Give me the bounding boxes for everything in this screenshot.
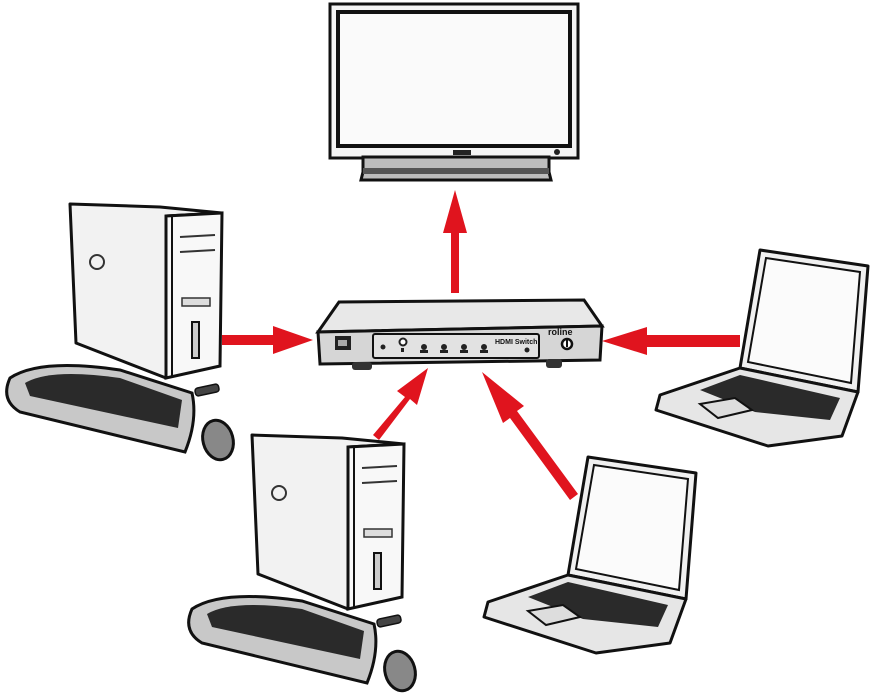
- arrow-laptop1-to-switch-icon: [602, 327, 740, 355]
- arrow-pc2-to-switch-icon: [373, 368, 428, 440]
- switch-panel-text: HDMI Switch: [495, 339, 537, 346]
- fan-vent-icon: [89, 254, 105, 270]
- desktop-pc-bottom-left: [187, 433, 417, 693]
- hdmi-switch-device: HDMI Switch roline: [315, 298, 605, 370]
- connection-arrows: [222, 190, 740, 500]
- usb-dongle-icon: [194, 383, 220, 397]
- desktop-pc-top-left: [5, 202, 235, 462]
- switch-brand-logo: roline: [548, 327, 573, 337]
- display-monitor-icon: [328, 2, 580, 182]
- arrow-laptop2-to-switch-icon: [482, 372, 578, 500]
- arrow-switch-to-display-icon: [443, 190, 467, 293]
- laptop-right: [654, 248, 870, 448]
- arrow-pc1-to-switch-icon: [222, 326, 313, 354]
- laptop-bottom-right: [482, 455, 698, 655]
- mouse-icon: [201, 418, 235, 462]
- input-select-buttons: [420, 344, 488, 353]
